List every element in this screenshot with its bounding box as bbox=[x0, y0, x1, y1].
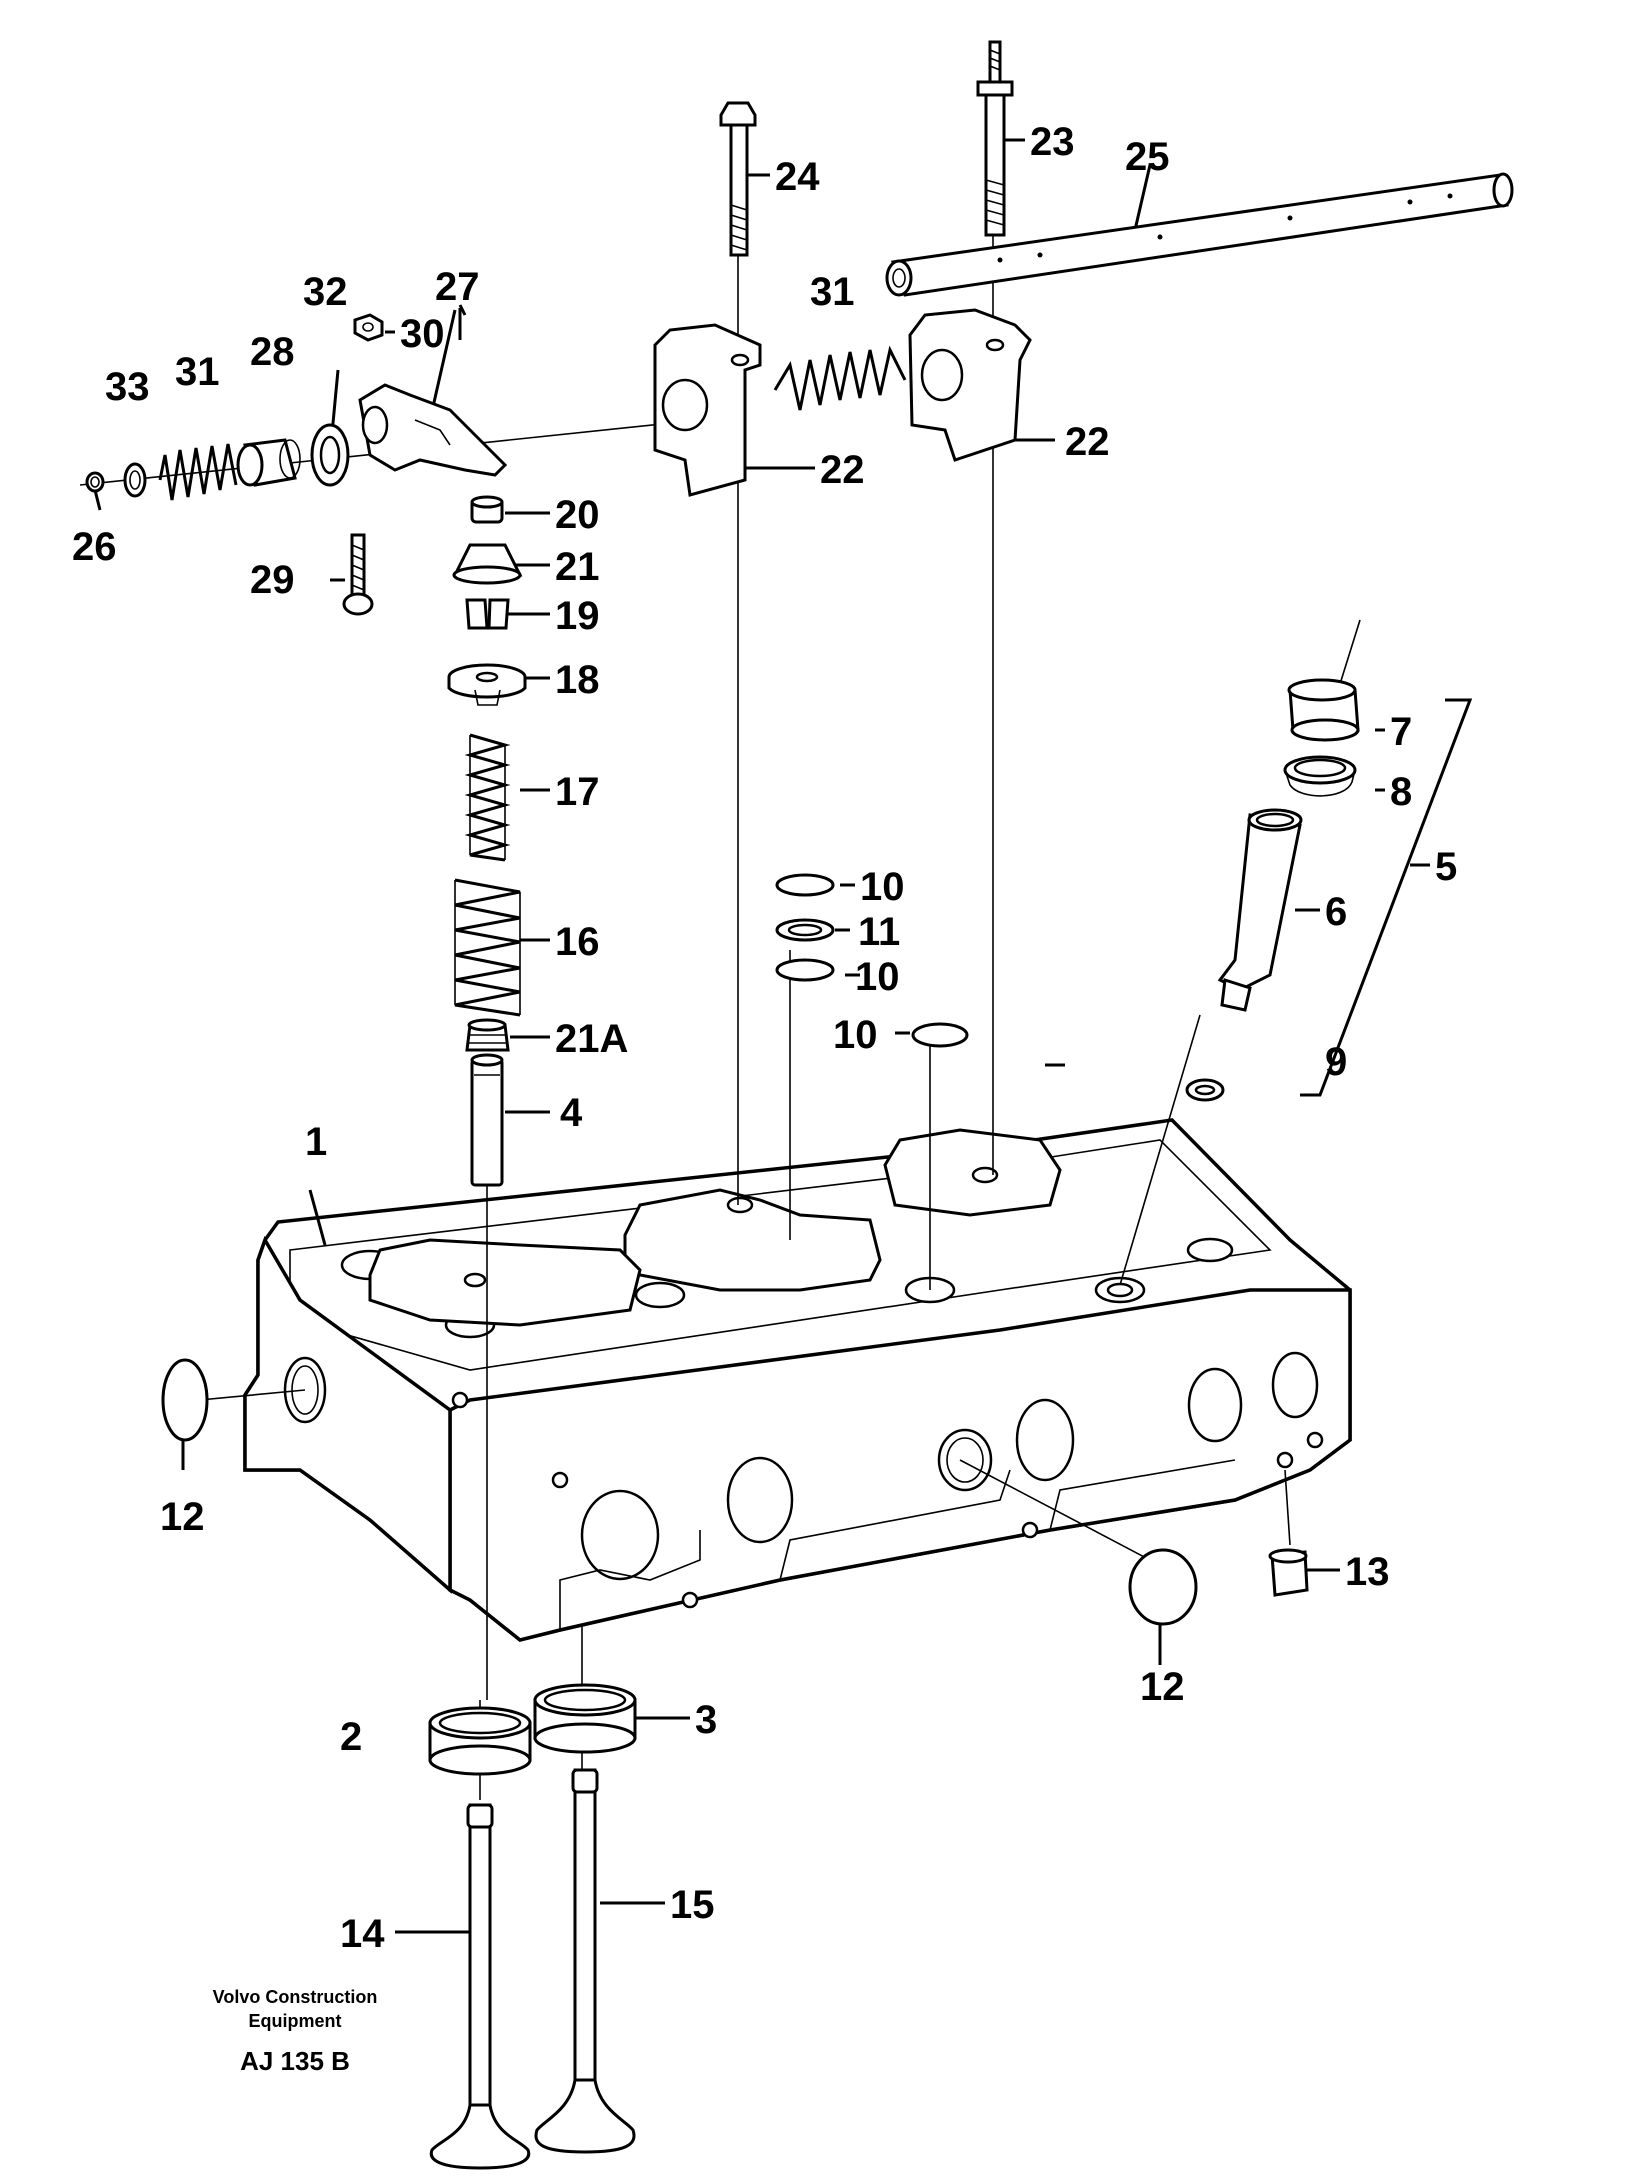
washer-33 bbox=[123, 462, 147, 498]
callout-4: 4 bbox=[560, 1091, 583, 1135]
plug-10 bbox=[911, 1022, 969, 1048]
plug-12-axis-line bbox=[959, 1459, 1151, 1561]
callout-13: 13 bbox=[1345, 1550, 1390, 1594]
callout-32: 32 bbox=[303, 270, 348, 314]
callout-19: 19 bbox=[555, 594, 600, 638]
collet-19 bbox=[465, 598, 510, 630]
callout-31-middle: 31 bbox=[810, 270, 855, 314]
callout-18: 18 bbox=[555, 658, 600, 702]
callout-8: 8 bbox=[1390, 770, 1412, 814]
callout-11: 11 bbox=[858, 910, 900, 954]
callout-10-middle: 10 bbox=[855, 955, 900, 999]
ring-8 bbox=[1283, 755, 1357, 797]
callout-15: 15 bbox=[670, 1883, 715, 1927]
credit-line-1: Volvo Construction bbox=[213, 1987, 378, 2007]
plug-13 bbox=[1268, 1548, 1309, 1597]
plug-12-left-axis-line bbox=[199, 1389, 306, 1401]
inner-valve-spring-17 bbox=[464, 733, 511, 862]
valve-rotator-21 bbox=[452, 543, 523, 585]
valve-guide-4 bbox=[470, 1053, 504, 1187]
washer-32 bbox=[310, 423, 350, 487]
callout-14: 14 bbox=[340, 1912, 385, 1956]
callout-5: 5 bbox=[1435, 845, 1457, 889]
injector-sleeve-6 bbox=[1217, 808, 1303, 1012]
callout-25: 25 bbox=[1125, 135, 1170, 179]
valve-stem-seal-21a bbox=[465, 1018, 510, 1052]
seal-11 bbox=[775, 918, 835, 942]
valve-seat-2 bbox=[428, 1706, 532, 1776]
drawing-code: AJ 135 B bbox=[240, 2046, 350, 2076]
callout-30: 30 bbox=[400, 312, 445, 356]
seal-10-middle bbox=[775, 958, 835, 982]
callout-24: 24 bbox=[775, 155, 820, 199]
callout-9: 9 bbox=[1325, 1040, 1347, 1084]
callout-28: 28 bbox=[250, 330, 295, 374]
callout-22-right: 22 bbox=[1065, 420, 1110, 464]
callout-22-left: 22 bbox=[820, 448, 865, 492]
valve-seat-3 bbox=[533, 1683, 637, 1754]
plug-12-right bbox=[1128, 1548, 1198, 1626]
callout-20: 20 bbox=[555, 493, 600, 537]
callout-21: 21 bbox=[555, 545, 600, 589]
sleeve-7 bbox=[1287, 678, 1360, 742]
callout-12-right: 12 bbox=[1140, 1665, 1185, 1709]
callout-10-plug: 10 bbox=[833, 1013, 878, 1057]
sleeve-axis-line bbox=[1119, 1014, 1201, 1286]
bolt-23 bbox=[976, 40, 1014, 237]
callout-27: 27 bbox=[435, 265, 480, 309]
callout-labels: 1 2 3 4 5 6 7 8 9 10 10 10 11 12 12 13 1… bbox=[72, 120, 1457, 1956]
pin-26 bbox=[85, 471, 105, 493]
callout-7: 7 bbox=[1390, 710, 1412, 754]
seal-10-top bbox=[775, 873, 835, 897]
callout-10-top: 10 bbox=[860, 865, 905, 909]
spring-retainer-18 bbox=[447, 663, 527, 706]
sleeve-28 bbox=[236, 438, 301, 487]
callout-12-left: 12 bbox=[160, 1495, 205, 1539]
cylinder-head bbox=[243, 1118, 1352, 1642]
rocker-bracket-right bbox=[908, 308, 1032, 462]
rocker-shaft bbox=[885, 172, 1514, 297]
bolt-24 bbox=[719, 101, 757, 257]
rocker-arm-27 bbox=[358, 383, 508, 477]
nut-30 bbox=[353, 313, 384, 342]
leader-lines bbox=[79, 138, 1473, 1934]
callout-2: 2 bbox=[340, 1715, 362, 1759]
screw-29 bbox=[342, 533, 374, 616]
outer-valve-spring-16 bbox=[454, 878, 521, 1017]
callout-3: 3 bbox=[695, 1698, 717, 1742]
callout-33: 33 bbox=[105, 365, 150, 409]
intake-valve-15 bbox=[534, 1768, 636, 2154]
callout-31-left: 31 bbox=[175, 350, 220, 394]
rocker-bracket-left bbox=[653, 323, 762, 497]
callout-1: 1 bbox=[305, 1120, 327, 1164]
credit-line-2: Equipment bbox=[249, 2011, 342, 2031]
callout-29: 29 bbox=[250, 558, 295, 602]
o-ring-9 bbox=[1185, 1078, 1225, 1102]
callout-23: 23 bbox=[1030, 120, 1075, 164]
callout-21a: 21A bbox=[555, 1017, 628, 1061]
spring-31-left bbox=[158, 443, 238, 501]
plug-12-left bbox=[161, 1358, 209, 1442]
cap-20 bbox=[470, 495, 504, 524]
credit-block: Volvo Construction Equipment AJ 135 B bbox=[213, 1987, 378, 2076]
exhaust-valve-14 bbox=[429, 1803, 531, 2170]
callout-26: 26 bbox=[72, 525, 117, 569]
rocker-spring-31-middle bbox=[773, 345, 907, 411]
callout-6: 6 bbox=[1325, 890, 1347, 934]
callout-17: 17 bbox=[555, 770, 600, 814]
callout-16: 16 bbox=[555, 920, 600, 964]
plug-13-axis-line bbox=[1284, 1469, 1291, 1546]
